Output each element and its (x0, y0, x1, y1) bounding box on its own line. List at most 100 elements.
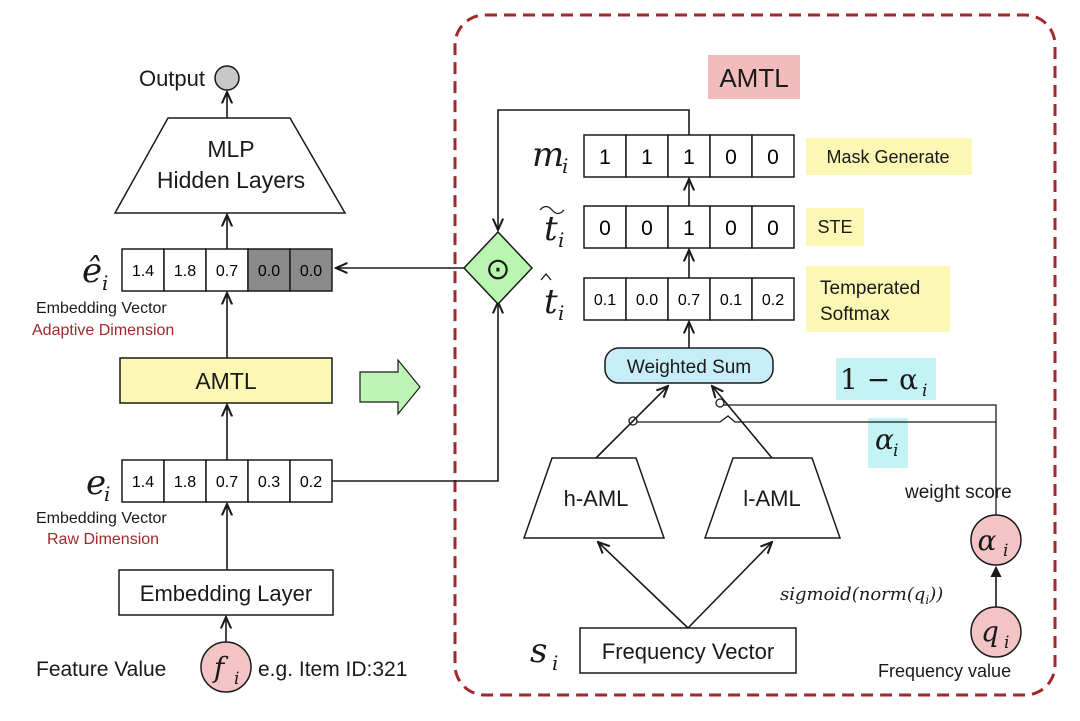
softmax-value: 0.0 (636, 292, 658, 309)
alpha-tag (868, 418, 908, 468)
freq-to-l-aml-arrow (687, 542, 772, 629)
odot-icon: ⊙ (485, 253, 510, 286)
ste-value: 0 (641, 217, 653, 240)
alpha-node-sub: i (1003, 541, 1008, 561)
e-hat-value: 0.0 (258, 263, 280, 280)
l-aml-label: l-AML (743, 486, 800, 511)
e-value: 0.3 (258, 474, 280, 491)
m-sub: i (562, 154, 568, 178)
mlp-line1: MLP (207, 136, 254, 162)
embedding-vector-label-2: Embedding Vector (36, 510, 167, 527)
ste-cell (625, 205, 669, 249)
softmax-cell (667, 277, 711, 321)
embedding-layer-label: Embedding Layer (140, 581, 312, 606)
e-sub: i (104, 482, 110, 506)
output-label: Output (139, 66, 205, 91)
mask-cell (709, 134, 753, 178)
alpha-line (633, 415, 996, 423)
weighted-sum-label: Weighted Sum (627, 357, 751, 378)
tilde-mark (539, 205, 565, 215)
e-to-odot-arrow (332, 302, 498, 482)
e-cell (205, 459, 249, 503)
f-sub: i (234, 669, 239, 689)
ste-value: 0 (599, 217, 611, 240)
softmax-value: 0.2 (762, 292, 784, 309)
h-aml-label: h-AML (564, 486, 629, 511)
softmax-label-line1: Temperated (820, 278, 920, 299)
sigmoid-close: )) (928, 584, 943, 605)
l-aml-to-sum-arrow (712, 386, 773, 459)
e-hat-symbol: ê (82, 251, 102, 291)
softmax-value: 0.1 (720, 292, 742, 309)
output-node (214, 65, 240, 91)
embedding-layer-block (118, 569, 334, 616)
frequency-vector-label: Frequency Vector (602, 639, 774, 664)
amtl-block (119, 357, 333, 404)
e-cell (289, 459, 333, 503)
e-value: 1.4 (132, 474, 154, 491)
h-aml-to-sum-arrow (595, 386, 668, 459)
raw-dimension-label: Raw Dimension (47, 531, 159, 548)
sigmoid-label: sigmoid(norm(qi)) (780, 584, 943, 607)
e-hat-value: 1.4 (132, 263, 154, 280)
ste-vector: 0 0 1 0 0 (583, 205, 795, 249)
ste-value: 0 (767, 217, 779, 240)
mask-value: 1 (599, 146, 611, 169)
hat-mark (540, 272, 552, 281)
mask-cell (751, 134, 795, 178)
amtl-panel-border (453, 13, 1057, 697)
mask-value: 1 (683, 146, 695, 169)
ste-tag (806, 208, 864, 246)
mask-value: 1 (641, 146, 653, 169)
amtl-block-label: AMTL (195, 368, 257, 394)
mask-generate-tag (806, 138, 972, 175)
alpha-node-symbol: α (978, 524, 997, 557)
mask-value: 0 (767, 146, 779, 169)
mask-generate-label: Mask Generate (826, 147, 949, 167)
e-hat-sub: i (102, 271, 108, 295)
freq-to-h-aml-arrow (598, 542, 689, 629)
mask-to-odot-arrow (498, 109, 690, 230)
amtl-title-box (708, 55, 800, 99)
softmax-cell (625, 277, 669, 321)
t-hat-symbol: t (544, 282, 558, 322)
ste-value: 0 (725, 217, 737, 240)
q-node-sub: i (1004, 633, 1009, 653)
h-aml-block (522, 457, 666, 539)
l-aml-block (703, 457, 842, 539)
one-minus-alpha-line (720, 404, 997, 500)
mlp-line2: Hidden Layers (157, 167, 305, 193)
q-node-symbol: q (981, 615, 999, 648)
softmax-tag (806, 266, 950, 332)
mask-cell (583, 134, 627, 178)
e-hat-value: 0.7 (216, 263, 238, 280)
e-value: 1.8 (174, 474, 196, 491)
embedding-vector-label-1: Embedding Vector (36, 300, 167, 317)
e-vector: 1.4 1.8 0.7 0.3 0.2 (121, 459, 333, 503)
mask-value: 0 (725, 146, 737, 169)
softmax-value: 0.1 (594, 292, 616, 309)
expand-arrow-icon (359, 358, 421, 416)
ste-value: 1 (683, 217, 695, 240)
one-minus-alpha-junction (715, 398, 725, 408)
one-minus-alpha-label: 1 − α (840, 363, 918, 396)
e-symbol: e (86, 463, 106, 503)
elementwise-product-node (462, 230, 534, 306)
t-tilde-sub: i (558, 228, 564, 252)
alpha-label: α (875, 423, 894, 456)
ste-label: STE (817, 217, 852, 237)
s-symbol: s (530, 631, 547, 671)
e-cell (121, 459, 165, 503)
mlp-block (113, 117, 347, 214)
frequency-vector-block (579, 627, 797, 674)
feature-value-label: Feature Value (36, 658, 166, 681)
e-value: 0.7 (216, 474, 238, 491)
softmax-vector: 0.1 0.0 0.7 0.1 0.2 (583, 277, 795, 321)
mask-vector: 1 1 1 0 0 (583, 134, 795, 178)
one-minus-alpha-sub: i (922, 381, 927, 401)
softmax-value: 0.7 (678, 292, 700, 309)
e-hat-value: 0.0 (300, 263, 322, 280)
t-tilde-symbol: t (544, 209, 558, 249)
